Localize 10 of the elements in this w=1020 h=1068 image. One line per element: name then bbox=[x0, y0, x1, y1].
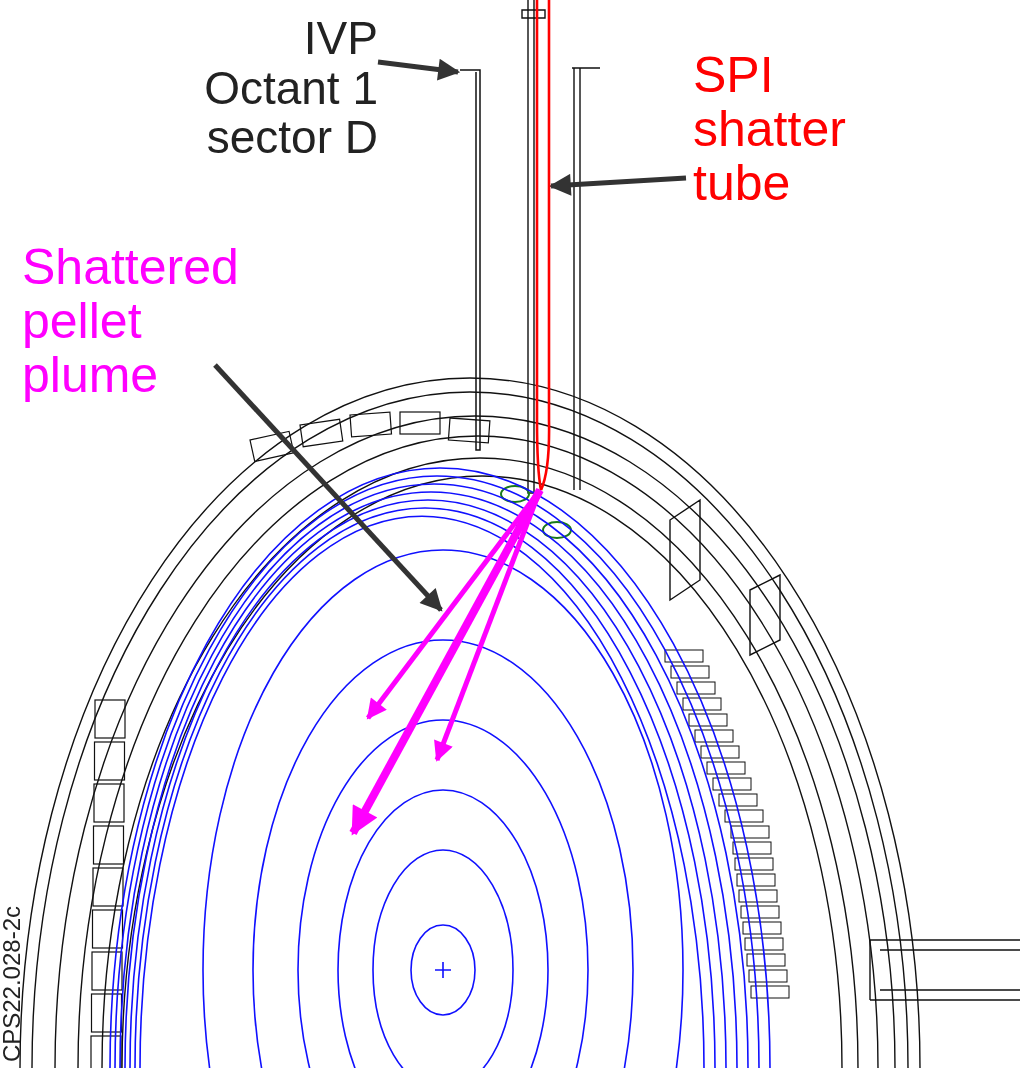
part-label: SPI shatter tube bbox=[693, 48, 923, 210]
leader-line bbox=[377, 58, 461, 81]
part-label: Shattered pellet plume bbox=[22, 240, 262, 402]
leader-line bbox=[548, 173, 687, 196]
pellet-plume-drawing bbox=[349, 488, 544, 836]
shatter-tube-drawing bbox=[535, 0, 551, 491]
figure-id: CPS22.028-2c bbox=[0, 905, 24, 1062]
port-plate-drawing bbox=[459, 69, 481, 451]
leader-line bbox=[213, 363, 443, 612]
part-label: IVP Octant 1 sector D bbox=[158, 14, 378, 163]
